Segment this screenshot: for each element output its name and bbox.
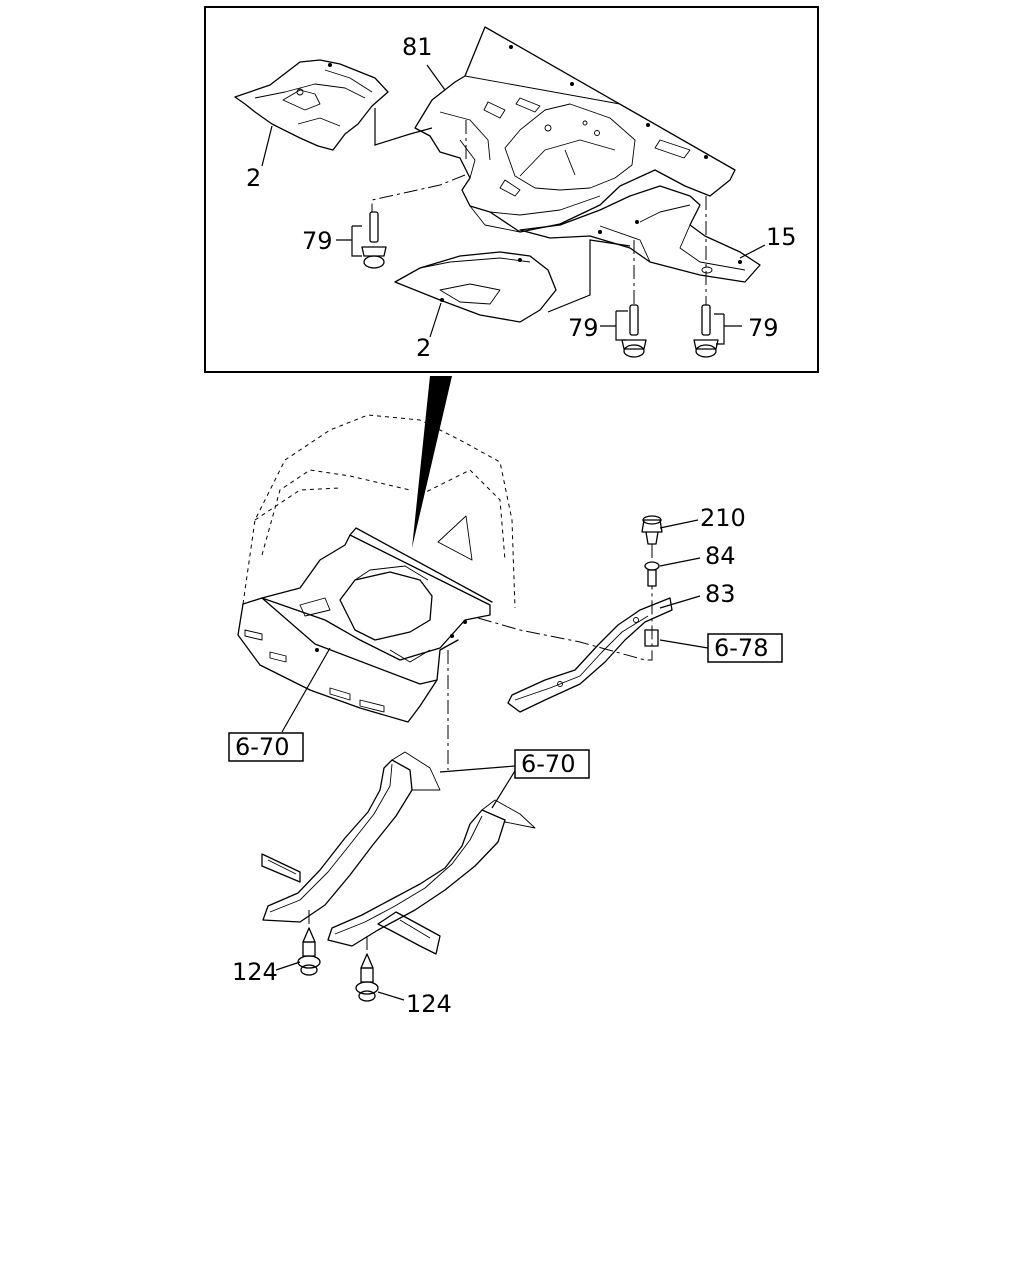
callout-15: 15 <box>766 223 797 251</box>
bolt-124-right <box>355 953 379 1002</box>
callout-2-upper: 2 <box>246 164 261 192</box>
clip-79-mid <box>621 304 647 358</box>
detail-pointer <box>412 376 452 548</box>
callout-2-lower: 2 <box>416 334 431 362</box>
clip-79-right <box>693 304 719 358</box>
detail-inset-frame <box>204 6 819 373</box>
cap-210 <box>641 515 663 545</box>
callout-210: 210 <box>700 504 746 532</box>
callout-79-left: 79 <box>302 227 333 255</box>
ref-6-70-frame: 6-70 <box>521 750 575 778</box>
frame-left-rail <box>261 751 441 923</box>
callout-79-right: 79 <box>748 314 779 342</box>
callout-81: 81 <box>402 33 433 61</box>
callout-84: 84 <box>705 542 736 570</box>
bracket-83 <box>507 597 673 713</box>
floor-support-15 <box>519 185 761 283</box>
frame-right-rail <box>327 799 536 955</box>
callout-124-left: 124 <box>232 958 278 986</box>
floor-panel-81 <box>414 26 736 233</box>
callout-83: 83 <box>705 580 736 608</box>
clip-79-left <box>361 211 387 269</box>
inset-leaders <box>261 64 766 345</box>
ref-6-78: 6-78 <box>714 634 768 662</box>
clip-6-78 <box>644 629 659 647</box>
cab-body <box>237 414 516 723</box>
screw-84 <box>644 561 660 587</box>
insulator-2-lower <box>394 251 557 323</box>
bolt-124-left <box>297 927 321 976</box>
callout-124-right: 124 <box>406 990 452 1018</box>
ref-6-70-cab: 6-70 <box>235 733 289 761</box>
callout-79-mid: 79 <box>568 314 599 342</box>
main-leaders <box>275 519 709 1001</box>
insulator-2-upper <box>234 59 389 151</box>
